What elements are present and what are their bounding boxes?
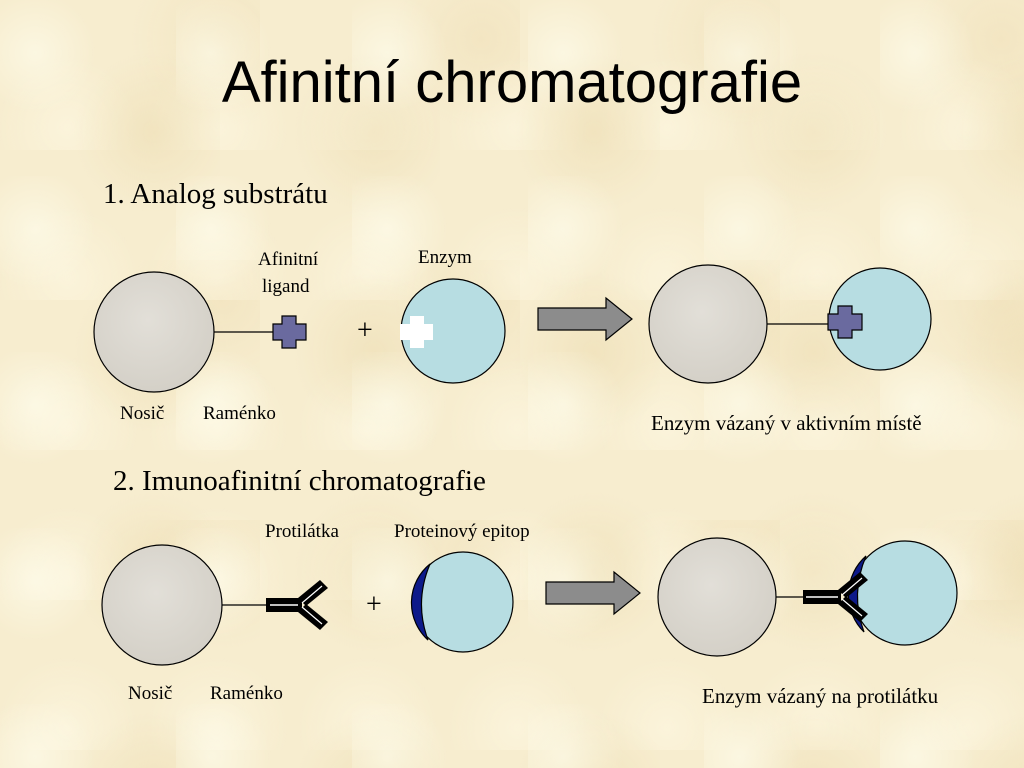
section1-diagram	[93, 264, 932, 393]
antibody-label: Protilátka	[265, 521, 339, 542]
carrier-bead	[648, 264, 768, 384]
arm-label: Raménko	[203, 403, 276, 424]
carrier-label: Nosič	[120, 403, 165, 424]
plus-sign: +	[366, 589, 382, 620]
enzyme-circle	[852, 540, 958, 646]
result-label: Enzym vázaný na protilátku	[702, 684, 939, 708]
carrier-bead	[657, 537, 777, 657]
active-site-icon	[400, 316, 433, 348]
y-shape-icon	[266, 580, 328, 630]
arm-label: Raménko	[210, 683, 283, 704]
right-arrow-icon	[537, 296, 633, 342]
ligand-label-line2: ligand	[262, 276, 310, 297]
epitope-label: Proteinový epitop	[394, 521, 530, 542]
bound-ligand-icon	[827, 305, 863, 339]
right-arrow-icon	[545, 570, 641, 616]
affinity-ligand-icon	[272, 315, 307, 349]
section2-diagram	[101, 537, 958, 666]
section2-heading: 2. Imunoafinitní chromatografie	[113, 465, 486, 497]
carrier-bead	[93, 271, 215, 393]
carrier-label: Nosič	[128, 683, 173, 704]
section1-heading: 1. Analog substrátu	[103, 178, 328, 210]
enzyme-label: Enzym	[418, 247, 472, 268]
ligand-label-line1: Afinitní	[258, 249, 319, 270]
plus-sign: +	[357, 315, 373, 346]
page-title: Afinitní chromatografie	[221, 50, 803, 115]
bound-antibody-icon	[803, 572, 868, 622]
result-label: Enzym vázaný v aktivním místě	[651, 411, 922, 435]
carrier-bead	[101, 544, 223, 666]
epitope-icon	[410, 563, 431, 641]
